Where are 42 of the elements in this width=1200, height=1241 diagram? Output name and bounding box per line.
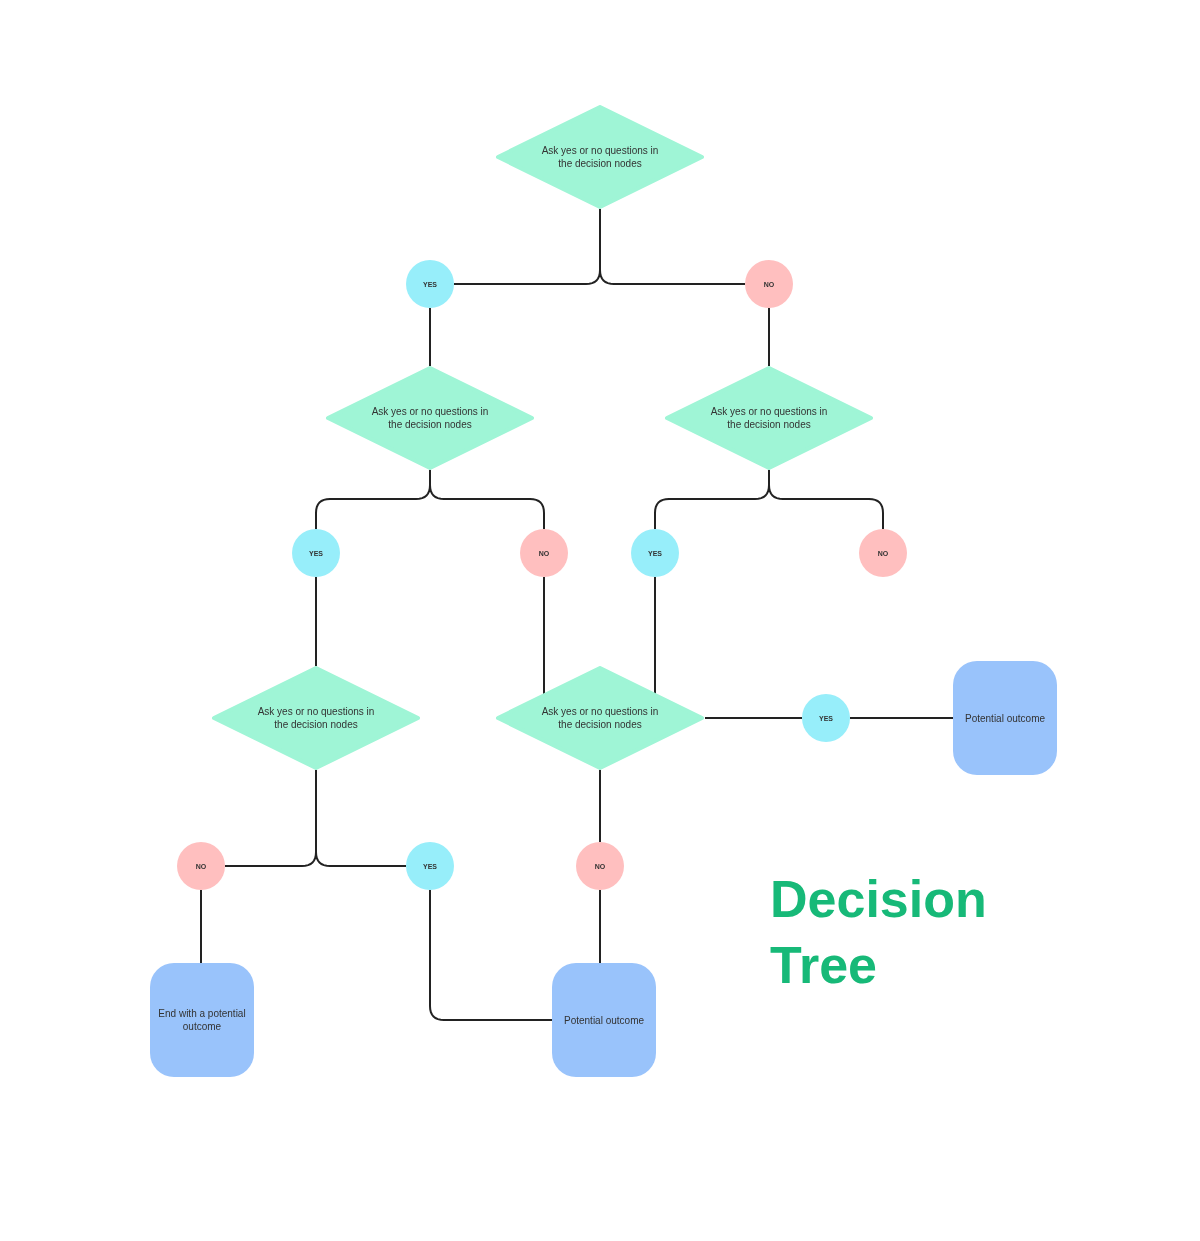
connector-line bbox=[599, 889, 601, 964]
decision-diamond bbox=[495, 105, 705, 209]
connector-line bbox=[429, 307, 431, 367]
node-label: End with a potential outcome bbox=[157, 1007, 247, 1033]
connector-line bbox=[543, 576, 545, 695]
node-label: Ask yes or no questions in the decision nodes bbox=[540, 144, 660, 170]
decision-diamond bbox=[211, 666, 421, 770]
node-label: Ask yes or no questions in the decision nodes bbox=[709, 405, 829, 431]
no-circle bbox=[576, 842, 624, 890]
decision-diamond bbox=[495, 666, 705, 770]
connector-line bbox=[599, 769, 601, 843]
connector-line bbox=[704, 717, 803, 719]
decision-diamond bbox=[664, 366, 874, 470]
connector-line bbox=[768, 307, 770, 367]
connector-line bbox=[654, 576, 656, 695]
diagram-title: Decision Tree bbox=[770, 869, 988, 996]
no-circle bbox=[177, 842, 225, 890]
no-circle bbox=[859, 529, 907, 577]
connector-line bbox=[429, 469, 545, 530]
node-label: Potential outcome bbox=[562, 1013, 646, 1027]
node-label: Potential outcome bbox=[963, 711, 1047, 725]
connector-line bbox=[429, 889, 553, 1021]
node-label: Ask yes or no questions in the decision nodes bbox=[256, 705, 376, 731]
connector-line bbox=[849, 717, 954, 719]
yes-circle bbox=[292, 529, 340, 577]
node-label: Ask yes or no questions in the decision nodes bbox=[540, 705, 660, 731]
decision-diamond bbox=[325, 366, 535, 470]
node-label: Ask yes or no questions in the decision nodes bbox=[370, 405, 490, 431]
connector-line bbox=[200, 889, 202, 964]
connector-line bbox=[599, 208, 746, 285]
connector-line bbox=[315, 769, 407, 867]
outcome-box bbox=[552, 963, 656, 1077]
yes-circle bbox=[406, 842, 454, 890]
yes-circle bbox=[631, 529, 679, 577]
connector-line bbox=[315, 576, 317, 667]
yes-circle bbox=[406, 260, 454, 308]
connector-line bbox=[768, 469, 884, 530]
yes-circle bbox=[802, 694, 850, 742]
no-circle bbox=[520, 529, 568, 577]
outcome-box bbox=[150, 963, 254, 1077]
outcome-box bbox=[953, 661, 1057, 775]
no-circle bbox=[745, 260, 793, 308]
